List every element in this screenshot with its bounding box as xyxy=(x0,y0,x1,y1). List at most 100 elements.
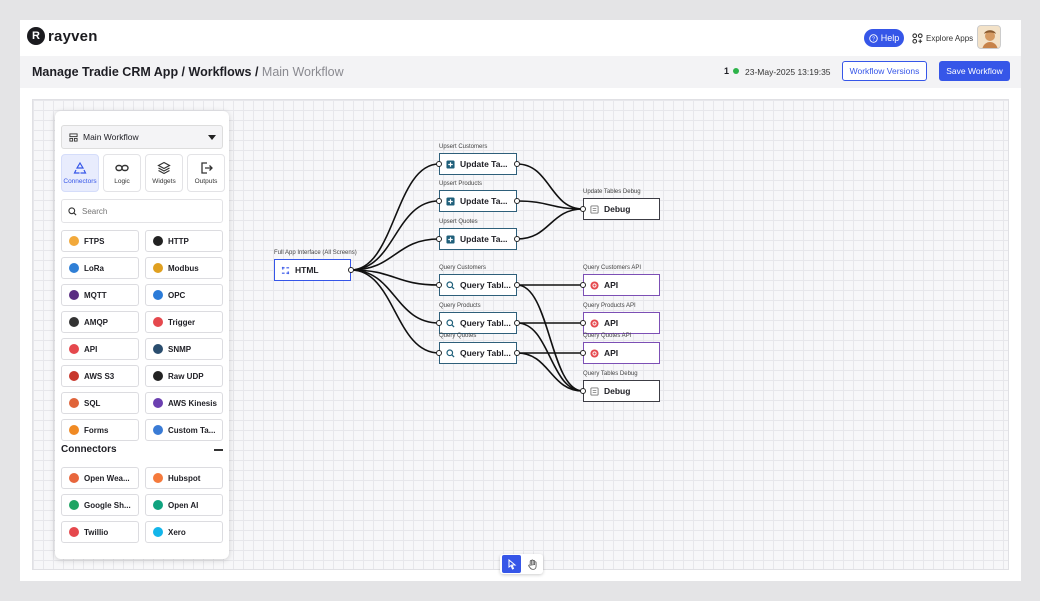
wire-html-to-up-customers[interactable] xyxy=(350,163,440,271)
wire-q-customers-to-debug-bottom[interactable] xyxy=(516,284,584,392)
ftps-icon xyxy=(69,236,79,246)
debug-icon xyxy=(590,386,599,396)
node-api-customers[interactable]: API xyxy=(583,274,660,296)
input-port[interactable] xyxy=(580,206,586,212)
canvas-toolbar xyxy=(500,554,543,574)
logo[interactable]: R rayven xyxy=(27,27,98,45)
node-debug-bottom[interactable]: Debug xyxy=(583,380,660,402)
node-up-quotes[interactable]: Update Ta... xyxy=(439,228,517,250)
input-port[interactable] xyxy=(580,282,586,288)
recycle-icon xyxy=(73,161,87,174)
wire-html-to-up-products[interactable] xyxy=(350,200,440,271)
input-port[interactable] xyxy=(580,388,586,394)
palette-item-custom-ta[interactable]: Custom Ta... xyxy=(145,419,223,441)
output-port[interactable] xyxy=(514,320,520,326)
input-port[interactable] xyxy=(436,350,442,356)
wire-html-to-q-customers[interactable] xyxy=(350,269,440,286)
search-icon xyxy=(446,280,455,290)
connector-item-hubspot[interactable]: Hubspot xyxy=(145,467,223,489)
workflow-select[interactable]: Main Workflow xyxy=(61,125,223,149)
palette-item-trigger[interactable]: Trigger xyxy=(145,311,223,333)
help-button[interactable]: ? Help xyxy=(864,29,904,47)
node-q-customers[interactable]: Query Tabl... xyxy=(439,274,517,296)
wire-html-to-q-quotes[interactable] xyxy=(350,269,440,354)
tab-connectors[interactable]: Connectors xyxy=(61,154,99,192)
node-q-products[interactable]: Query Tabl... xyxy=(439,312,517,334)
node-api-products[interactable]: API xyxy=(583,312,660,334)
search-input[interactable] xyxy=(82,206,212,216)
node-up-products[interactable]: Update Ta... xyxy=(439,190,517,212)
input-port[interactable] xyxy=(436,236,442,242)
node-q-quotes[interactable]: Query Tabl... xyxy=(439,342,517,364)
palette-item-opc[interactable]: OPC xyxy=(145,284,223,306)
input-port[interactable] xyxy=(436,282,442,288)
wire-up-customers-to-debug-top[interactable] xyxy=(516,163,584,210)
connector-item-open-ai[interactable]: Open AI xyxy=(145,494,223,516)
pointer-tool[interactable] xyxy=(502,555,521,573)
node-caption-debug-bottom: Query Tables Debug xyxy=(583,371,638,377)
forms-icon xyxy=(69,425,79,435)
status-indicator: 1 xyxy=(724,66,740,76)
output-port[interactable] xyxy=(514,236,520,242)
palette-item-aws-kinesis[interactable]: AWS Kinesis xyxy=(145,392,223,414)
output-port[interactable] xyxy=(514,161,520,167)
hand-tool[interactable] xyxy=(523,555,542,573)
node-label: Debug xyxy=(604,204,631,214)
tab-outputs[interactable]: Outputs xyxy=(187,154,225,192)
input-port[interactable] xyxy=(580,350,586,356)
palette-item-api[interactable]: API xyxy=(61,338,139,360)
wire-up-products-to-debug-top[interactable] xyxy=(516,200,584,210)
wire-q-products-to-debug-bottom[interactable] xyxy=(516,322,584,392)
breadcrumb-current: Main Workflow xyxy=(261,65,344,79)
node-debug-top[interactable]: Debug xyxy=(583,198,660,220)
palette-item-label: Trigger xyxy=(168,317,196,327)
node-up-customers[interactable]: Update Ta... xyxy=(439,153,517,175)
node-html[interactable]: HTML xyxy=(274,259,351,281)
explore-apps-button[interactable]: Explore Apps xyxy=(912,29,973,47)
palette-item-forms[interactable]: Forms xyxy=(61,419,139,441)
node-label: Query Tabl... xyxy=(460,280,511,290)
input-port[interactable] xyxy=(436,161,442,167)
palette-item-lora[interactable]: LoRa xyxy=(61,257,139,279)
palette-item-amqp[interactable]: AMQP xyxy=(61,311,139,333)
node-caption-api-quotes: Query Quotes API xyxy=(583,333,632,339)
input-port[interactable] xyxy=(436,320,442,326)
output-port[interactable] xyxy=(514,198,520,204)
connector-item-twillio[interactable]: Twillio xyxy=(61,521,139,543)
snmp-icon xyxy=(153,344,163,354)
palette-item-sql[interactable]: SQL xyxy=(61,392,139,414)
palette-item-ftps[interactable]: FTPS xyxy=(61,230,139,252)
workflow-versions-button[interactable]: Workflow Versions xyxy=(842,61,927,81)
output-port[interactable] xyxy=(348,267,354,273)
save-workflow-button[interactable]: Save Workflow xyxy=(939,61,1010,81)
wire-html-to-up-quotes[interactable] xyxy=(350,238,440,271)
palette-item-label: OPC xyxy=(168,290,186,300)
connector-item-open-wea[interactable]: Open Wea... xyxy=(61,467,139,489)
status-dot-icon xyxy=(733,68,740,74)
connector-item-label: Twillio xyxy=(84,527,109,537)
connector-item-google-sh[interactable]: Google Sh... xyxy=(61,494,139,516)
avatar[interactable] xyxy=(977,25,1001,49)
palette-item-mqtt[interactable]: MQTT xyxy=(61,284,139,306)
connector-item-xero[interactable]: Xero xyxy=(145,521,223,543)
breadcrumb-app[interactable]: Manage Tradie CRM App / Workflows xyxy=(32,65,252,79)
wire-q-quotes-to-debug-bottom[interactable] xyxy=(516,352,584,392)
tab-widgets[interactable]: Widgets xyxy=(145,154,183,192)
output-port[interactable] xyxy=(514,282,520,288)
palette-item-snmp[interactable]: SNMP xyxy=(145,338,223,360)
tab-logic[interactable]: Logic xyxy=(103,154,141,192)
input-port[interactable] xyxy=(436,198,442,204)
collapse-icon[interactable] xyxy=(214,449,223,451)
palette-item-raw-udp[interactable]: Raw UDP xyxy=(145,365,223,387)
node-api-quotes[interactable]: API xyxy=(583,342,660,364)
input-port[interactable] xyxy=(580,320,586,326)
palette-item-aws-s3[interactable]: AWS S3 xyxy=(61,365,139,387)
caret-down-icon xyxy=(208,135,216,140)
node-caption-html: Full App Interface (All Screens) xyxy=(274,250,357,256)
palette-item-modbus[interactable]: Modbus xyxy=(145,257,223,279)
palette-item-http[interactable]: HTTP xyxy=(145,230,223,252)
wire-up-quotes-to-debug-top[interactable] xyxy=(516,208,584,240)
twillio-icon xyxy=(69,527,79,537)
output-port[interactable] xyxy=(514,350,520,356)
